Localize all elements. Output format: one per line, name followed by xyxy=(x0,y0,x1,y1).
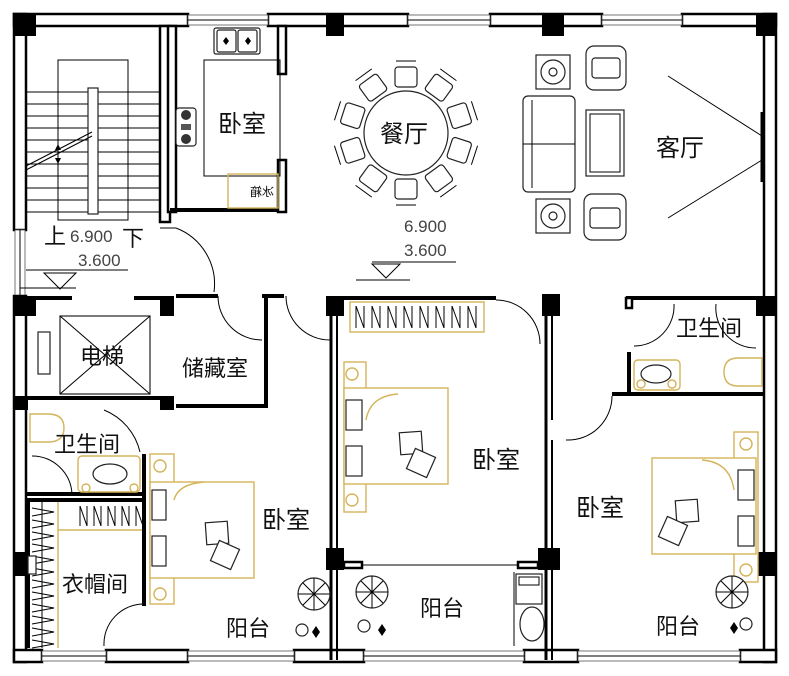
hanger xyxy=(31,579,55,589)
bedroom-right-door xyxy=(565,395,613,441)
bedroom-center-label: 卧室 xyxy=(472,446,520,474)
hall-level-lower: 3.600 xyxy=(404,241,447,260)
bed-right xyxy=(651,431,759,583)
closet-door xyxy=(103,603,145,647)
chair-back xyxy=(439,68,457,82)
level-marker-hall xyxy=(356,261,456,281)
bedroom-left-label: 卧室 xyxy=(262,506,310,534)
dining-chair xyxy=(394,178,418,200)
hanger xyxy=(107,505,116,527)
dining-chair xyxy=(358,73,388,102)
hanger xyxy=(355,305,365,329)
hanger xyxy=(31,603,55,613)
bath-right-swing xyxy=(715,303,757,349)
bedroom-right-label: 卧室 xyxy=(576,494,624,522)
dining-chair xyxy=(446,136,472,164)
bedroom-center-door-left xyxy=(285,295,331,341)
storage-label: 储藏室 xyxy=(182,357,248,382)
right-bath-fixtures xyxy=(633,357,763,391)
dining-label: 餐厅 xyxy=(380,120,428,148)
closet-swing xyxy=(31,455,73,495)
dining-chair xyxy=(394,66,418,88)
dining-chair xyxy=(358,164,388,193)
hanger xyxy=(93,505,102,527)
kitchen-fixtures xyxy=(175,27,281,209)
chair-back xyxy=(470,145,479,165)
hanger xyxy=(419,305,429,329)
wardrobe-center xyxy=(349,301,485,333)
hanger xyxy=(31,615,55,625)
hanger xyxy=(31,627,55,637)
bed-center xyxy=(343,361,449,513)
hanger xyxy=(31,567,55,577)
plants-left xyxy=(295,577,331,638)
living-label: 客厅 xyxy=(656,134,704,162)
bed-left xyxy=(149,453,255,605)
plants-center xyxy=(355,575,389,636)
dining-chair xyxy=(424,73,454,102)
balcony-center-label: 阳台 xyxy=(420,597,464,622)
exterior-walls xyxy=(12,12,778,664)
hanger xyxy=(371,305,381,329)
fridge-label: 冰箱 xyxy=(250,184,274,199)
closet-wardrobe xyxy=(27,502,144,649)
hanger xyxy=(435,305,445,329)
chair-back xyxy=(333,101,342,121)
dining-chair xyxy=(446,102,472,130)
staircase xyxy=(25,59,160,221)
hanger xyxy=(31,639,55,649)
chair-back xyxy=(470,101,479,121)
hanger xyxy=(467,305,477,329)
elevator-label: 电梯 xyxy=(80,345,124,370)
hanger xyxy=(403,305,413,329)
chair-back xyxy=(355,184,373,198)
dining-table xyxy=(333,60,479,206)
living-furniture xyxy=(522,45,763,241)
elevator-shaft xyxy=(37,315,151,395)
left-bath-fixtures xyxy=(29,413,141,493)
laundry-fixtures xyxy=(513,572,545,646)
chair-back xyxy=(355,68,373,82)
hanger xyxy=(31,507,55,517)
bath-right-label: 卫生间 xyxy=(676,317,742,342)
chair-back xyxy=(439,184,457,198)
chair-back xyxy=(333,145,342,165)
level-marker-stairs xyxy=(20,269,128,290)
hanger xyxy=(135,505,144,527)
plants-right xyxy=(715,575,753,634)
interior-walls xyxy=(26,24,764,660)
dining-chair xyxy=(340,102,366,130)
bath-right-door xyxy=(633,303,675,347)
bath-left-label: 卫生间 xyxy=(54,433,120,458)
hanger xyxy=(451,305,461,329)
stairs-level-upper: 6.900 xyxy=(70,227,113,246)
door-swing xyxy=(175,227,216,293)
stairs-level-lower: 3.600 xyxy=(78,251,121,270)
bath-left-door xyxy=(103,409,141,453)
hanger xyxy=(31,531,55,541)
stairs-down-label: 下 xyxy=(122,227,144,252)
hanger xyxy=(31,543,55,553)
bedroom-center-door xyxy=(495,299,541,345)
storage-door xyxy=(217,295,263,341)
hanger xyxy=(387,305,397,329)
hall-level-upper: 6.900 xyxy=(404,217,447,236)
balcony-right-label: 阳台 xyxy=(656,615,700,640)
hanger xyxy=(31,555,55,565)
closet-label: 衣帽间 xyxy=(62,573,128,598)
hanger xyxy=(31,591,55,601)
kitchen-label: 卧室 xyxy=(218,110,266,138)
hanger xyxy=(79,505,88,527)
dining-chair xyxy=(340,136,366,164)
stairs-up-label: 上 xyxy=(44,225,66,250)
hanger xyxy=(121,505,130,527)
balcony-left-label: 阳台 xyxy=(226,617,270,642)
hanger xyxy=(31,519,55,529)
dining-chair xyxy=(424,164,454,193)
